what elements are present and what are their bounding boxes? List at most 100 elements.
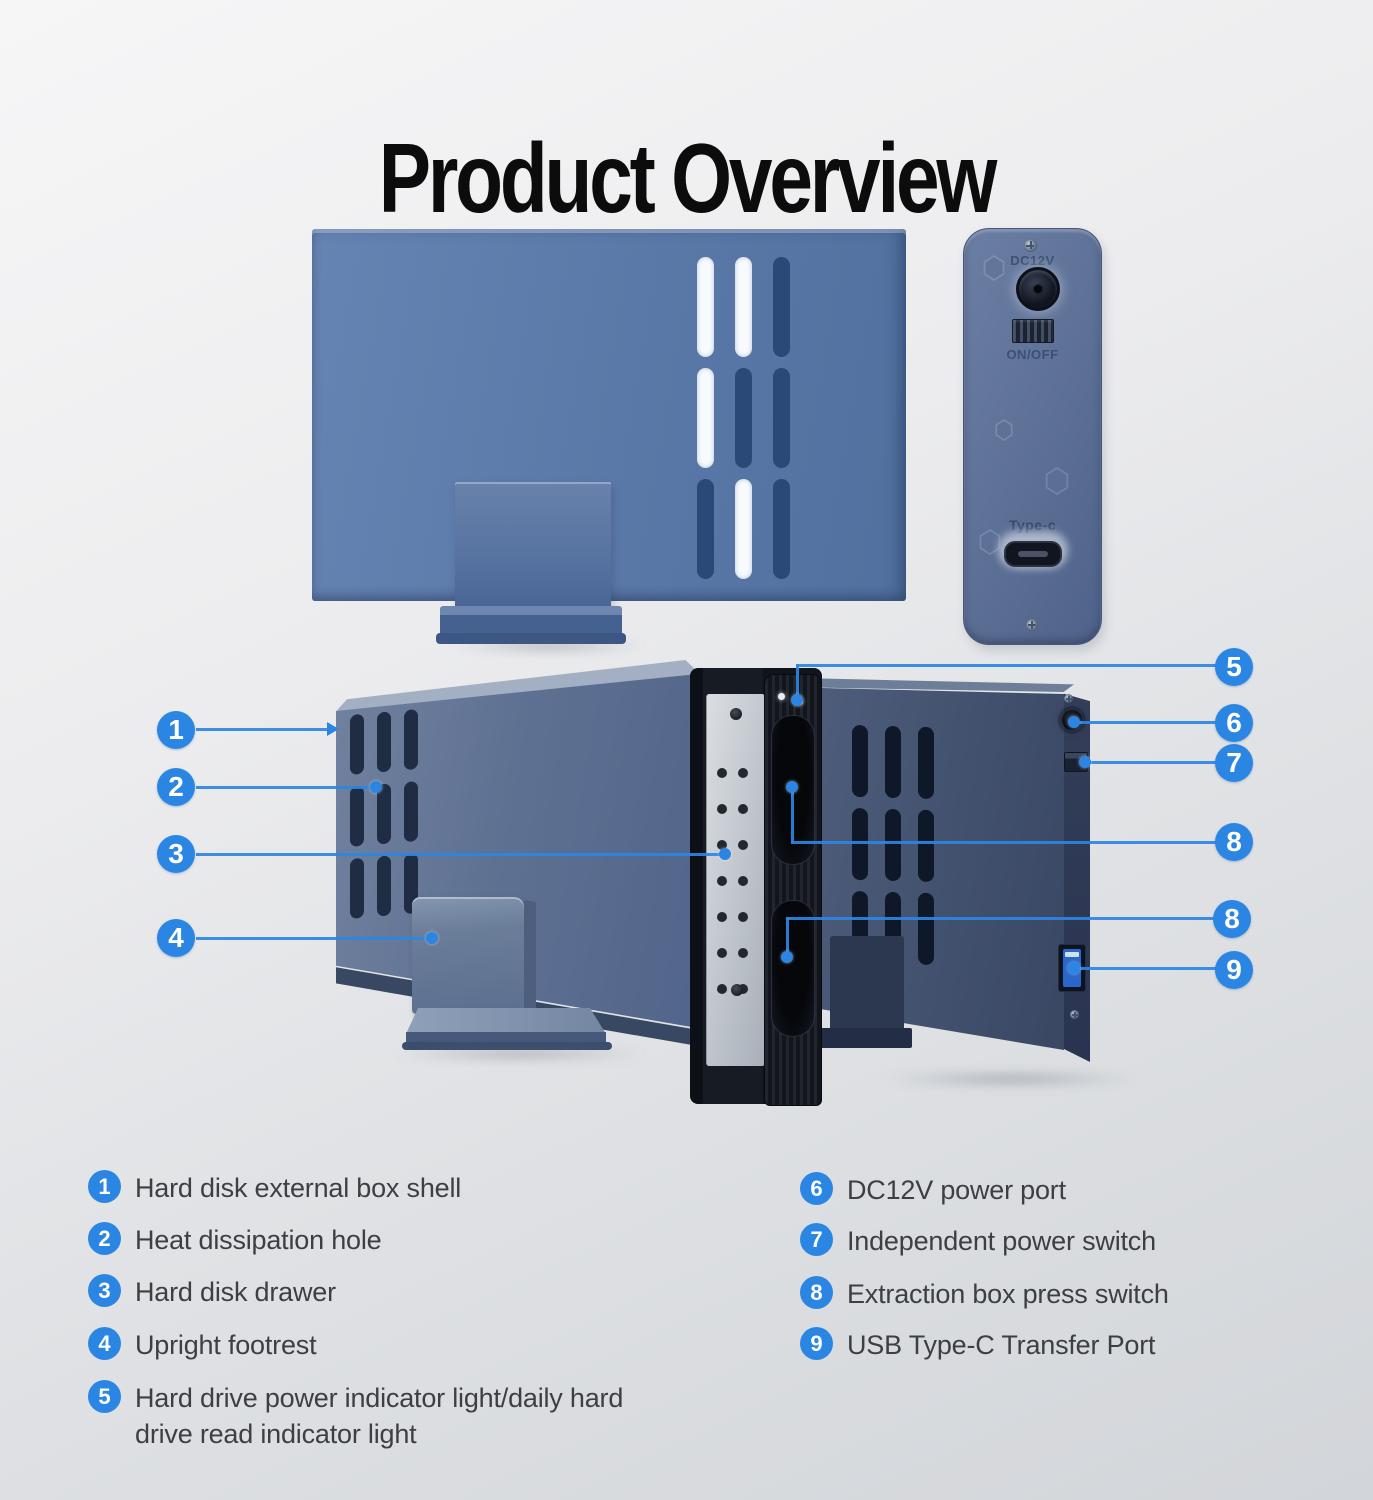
callout-badge-6: 6 xyxy=(1215,704,1253,742)
legend-label-9: USB Type-C Transfer Port xyxy=(847,1330,1156,1360)
screw-icon xyxy=(1026,619,1038,631)
heat-dissipation-holes xyxy=(697,257,790,579)
heat-dissipation-holes xyxy=(350,709,418,919)
legend-item-6: 6 DC12V power port xyxy=(800,1172,1066,1208)
drawer-plate-hole xyxy=(717,804,727,814)
drawer-plate-holes xyxy=(717,768,748,994)
vent-slot xyxy=(852,807,868,881)
callout-line-5-drop xyxy=(796,664,799,700)
callout-badge-5: 5 xyxy=(1215,648,1253,686)
legend-badge-3: 3 xyxy=(88,1274,121,1307)
screw-icon xyxy=(1070,1010,1079,1019)
press-switch-recess-lower xyxy=(771,900,815,1037)
legend-badge-7: 7 xyxy=(800,1223,833,1256)
vent-slot xyxy=(697,368,714,468)
legend-label-6: DC12V power port xyxy=(847,1175,1066,1205)
legend-badge-4: 4 xyxy=(88,1327,121,1360)
power-indicator-light xyxy=(778,693,785,700)
vent-slot xyxy=(350,857,364,919)
vent-slot xyxy=(885,808,901,882)
dc12v-label: DC12V xyxy=(1010,253,1055,268)
callout-line-6 xyxy=(1078,721,1216,724)
upright-footrest-base-lip xyxy=(402,1042,612,1050)
legend-badge-9: 9 xyxy=(800,1327,833,1360)
vent-slot xyxy=(697,479,714,579)
enclosure-port-panel: DC12V ON/OFF Type-c xyxy=(963,228,1102,645)
hard-disk-drawer-plate xyxy=(706,694,765,1066)
screw-icon xyxy=(731,984,743,996)
vent-slot xyxy=(350,713,364,775)
vent-slot xyxy=(918,809,934,883)
callout-dot-3 xyxy=(719,848,731,860)
page-title: Product Overview xyxy=(378,122,998,233)
drawer-plate-hole xyxy=(717,984,727,994)
upright-footrest-base-top xyxy=(406,1008,606,1034)
legend-label-5: Hard drive power indicator light/daily h… xyxy=(135,1383,624,1449)
vent-slot xyxy=(697,257,714,357)
upright-footrest-lip xyxy=(436,633,626,644)
legend-item-5: 5 Hard drive power indicator light/daily… xyxy=(88,1380,655,1452)
callout-line-5 xyxy=(796,664,1216,667)
screw-icon xyxy=(730,708,742,720)
callout-dot-9 xyxy=(1068,962,1080,974)
vent-slot xyxy=(918,892,934,966)
callout-badge-4: 4 xyxy=(157,919,195,957)
legend-badge-8: 8 xyxy=(800,1276,833,1309)
callout-line-8b xyxy=(786,917,1214,920)
legend-label-7: Independent power switch xyxy=(847,1226,1156,1256)
callout-dot-8a xyxy=(786,781,798,793)
callout-line-1 xyxy=(196,728,328,731)
drawer-plate-hole xyxy=(738,804,748,814)
legend-item-1: 1 Hard disk external box shell xyxy=(88,1170,461,1206)
legend-label-1: Hard disk external box shell xyxy=(135,1173,462,1203)
vent-slot xyxy=(852,724,868,798)
drawer-plate-hole xyxy=(717,948,727,958)
stand-shadow xyxy=(390,1046,650,1062)
callout-dot-2 xyxy=(370,781,382,793)
callout-badge-7: 7 xyxy=(1215,744,1253,782)
callout-badge-2: 2 xyxy=(157,768,195,806)
legend-item-7: 7 Independent power switch xyxy=(800,1223,1156,1259)
legend-label-3: Hard disk drawer xyxy=(135,1277,336,1307)
legend-badge-6: 6 xyxy=(800,1172,833,1205)
vent-slot xyxy=(350,785,364,847)
callout-dot-5 xyxy=(791,694,803,706)
drawer-plate-hole xyxy=(738,912,748,922)
drawer-plate-hole xyxy=(717,768,727,778)
vent-slot xyxy=(377,855,391,917)
callout-badge-8a: 8 xyxy=(1215,823,1253,861)
power-switch xyxy=(1011,319,1054,343)
vent-slot xyxy=(735,257,752,357)
drawer-plate-hole xyxy=(738,840,748,850)
dc-power-port xyxy=(1016,267,1060,311)
stand-shadow xyxy=(448,638,648,654)
vent-slot xyxy=(377,783,391,845)
vent-slot xyxy=(735,479,752,579)
drawer-plate-hole xyxy=(738,984,748,994)
callout-dot-4 xyxy=(426,932,438,944)
vent-slot xyxy=(885,725,901,799)
upright-footrest-plate xyxy=(455,482,611,608)
legend-label-2: Heat dissipation hole xyxy=(135,1225,382,1255)
screw-icon xyxy=(1064,694,1073,703)
legend-label-4: Upright footrest xyxy=(135,1330,317,1360)
legend-badge-5: 5 xyxy=(88,1380,121,1413)
callout-badge-3: 3 xyxy=(157,835,195,873)
legend-badge-1: 1 xyxy=(88,1170,121,1203)
vent-slot xyxy=(773,368,790,468)
screw-icon xyxy=(1024,239,1037,252)
upright-footrest-base xyxy=(440,606,622,636)
usb-typec-port xyxy=(1003,541,1062,567)
drawer-plate-hole xyxy=(738,876,748,886)
right-enclosure-stand-plate xyxy=(830,936,904,1032)
legend-label-8: Extraction box press switch xyxy=(847,1279,1169,1309)
callout-badge-8b: 8 xyxy=(1213,900,1251,938)
callout-line-2 xyxy=(196,786,376,789)
callout-dot-8b xyxy=(781,951,793,963)
drawer-plate-hole xyxy=(738,768,748,778)
callout-line-8a xyxy=(791,841,1216,844)
callout-dot-6 xyxy=(1068,716,1080,728)
legend-item-8: 8 Extraction box press switch xyxy=(800,1276,1169,1312)
onoff-label: ON/OFF xyxy=(1006,347,1059,362)
